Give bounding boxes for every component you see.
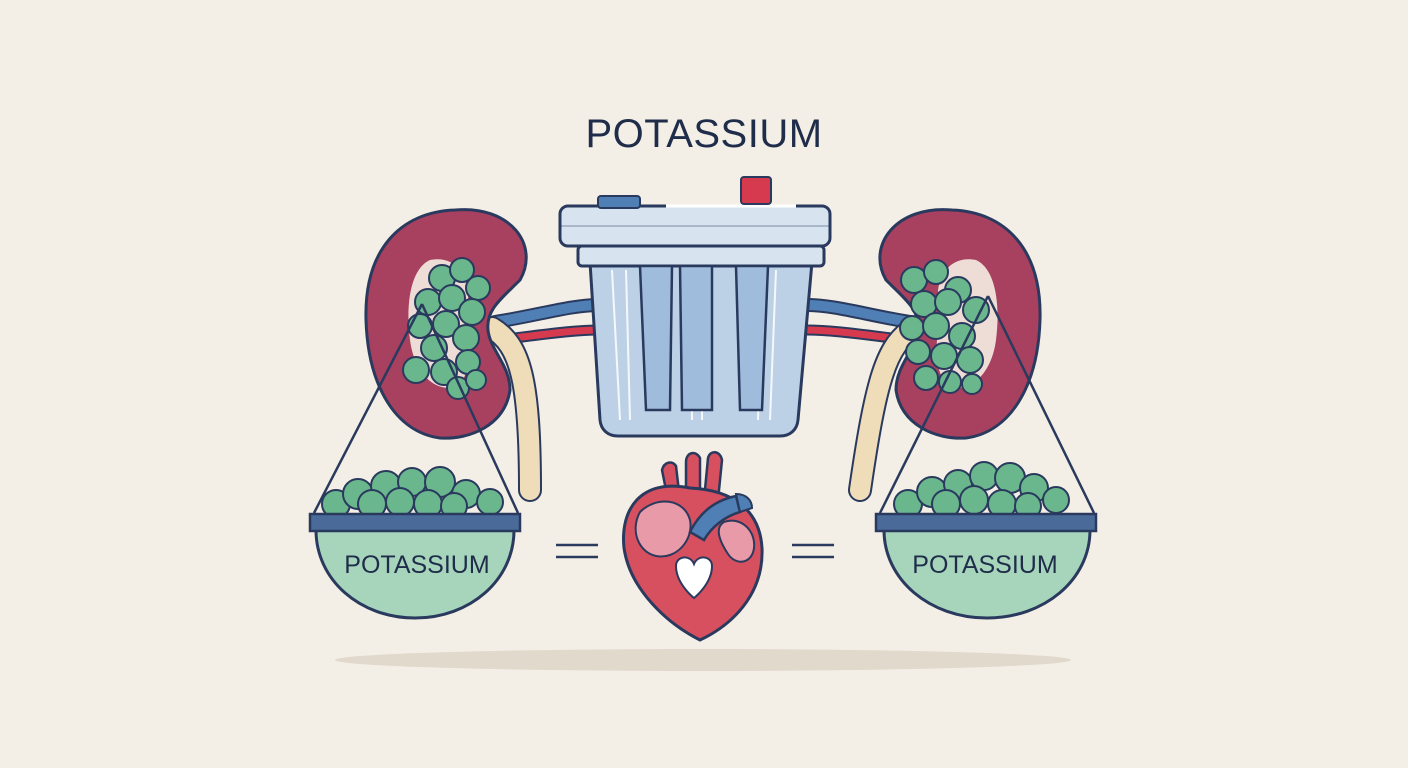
floor-shadow xyxy=(335,649,1071,671)
potassium-cluster-right-icon xyxy=(899,259,990,395)
filter-bin-icon xyxy=(558,176,832,438)
left-pan-label: POTASSIUM xyxy=(344,551,490,579)
page-title: POTASSIUM xyxy=(585,112,823,156)
vessels-icon xyxy=(488,298,917,346)
equals-right-icon xyxy=(792,543,834,559)
heart-icon xyxy=(622,451,764,642)
equals-left-icon xyxy=(556,543,598,559)
balance-pan-right-icon xyxy=(874,461,1098,620)
balance-pan-left-icon xyxy=(308,466,522,620)
right-pan-label: POTASSIUM xyxy=(912,551,1058,579)
balance-strings-icon xyxy=(312,295,1096,514)
